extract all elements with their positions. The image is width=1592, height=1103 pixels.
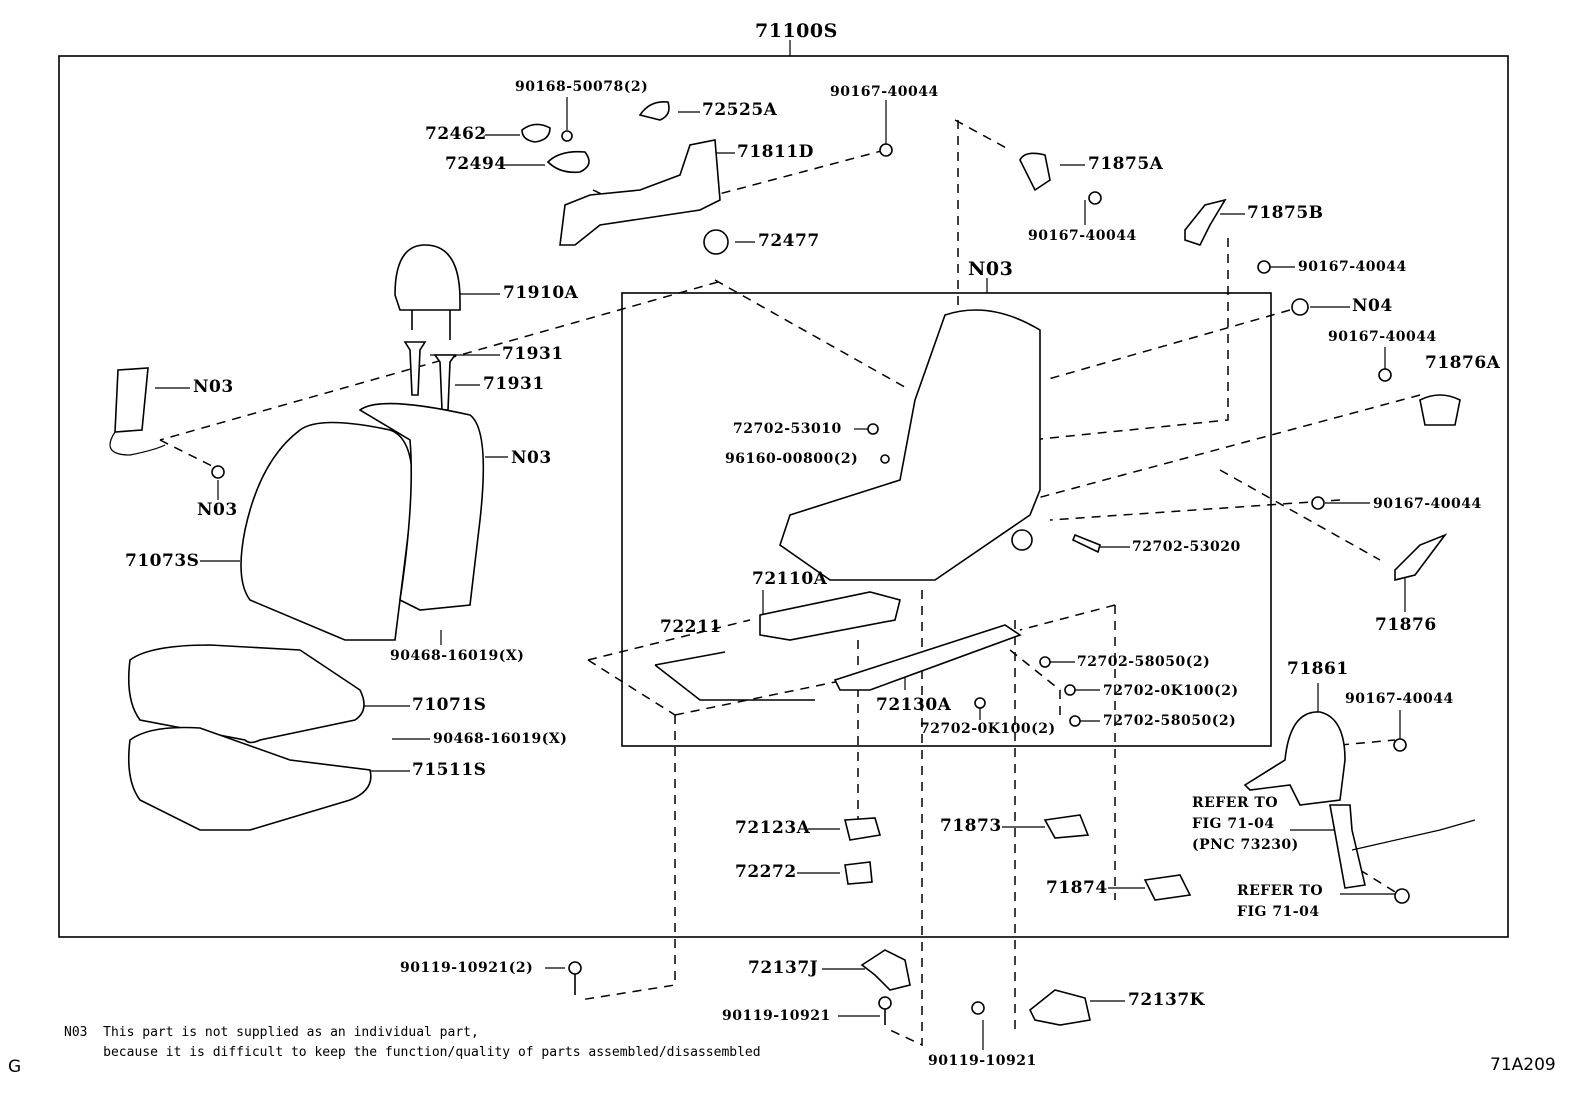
- rail-72130a: [833, 624, 1022, 691]
- label-72702-0k100-b[interactable]: 72702-0K100(2): [920, 721, 1056, 737]
- belt-buckle: [1329, 804, 1366, 889]
- label-90468-16019-a[interactable]: 90468-16019(X): [390, 648, 525, 664]
- label-71811d[interactable]: 71811D: [737, 142, 814, 162]
- screw-90168: [561, 130, 573, 142]
- bracket-71874: [1143, 874, 1192, 901]
- label-90119-10921-a[interactable]: 90119-10921: [722, 1008, 831, 1024]
- label-72272[interactable]: 72272: [735, 862, 797, 882]
- label-90119-10921-b[interactable]: 90119-10921: [928, 1053, 1037, 1069]
- label-72525a[interactable]: 72525A: [702, 100, 778, 120]
- label-71071s[interactable]: 71071S: [412, 695, 487, 715]
- label-90167-40044-e[interactable]: 90167-40044: [1345, 691, 1454, 707]
- label-72477[interactable]: 72477: [758, 231, 820, 251]
- refer-note-2-line2[interactable]: FIG 71-04: [1237, 904, 1320, 920]
- label-72123a[interactable]: 72123A: [735, 818, 811, 838]
- label-71931-a[interactable]: 71931: [502, 344, 564, 364]
- label-71910a[interactable]: 71910A: [503, 283, 579, 303]
- label-96160-00800[interactable]: 96160-00800(2): [725, 451, 859, 467]
- label-71073s[interactable]: 71073S: [125, 551, 200, 571]
- footnote: N03 This part is not supplied as an indi…: [64, 1023, 761, 1062]
- nut-n03: [211, 465, 225, 479]
- cap-72462: [521, 123, 551, 143]
- bracket-71875a: [1019, 152, 1051, 192]
- refer-note-1-line1: REFER TO: [1192, 795, 1279, 811]
- label-72211[interactable]: 72211: [660, 617, 722, 637]
- label-71875a[interactable]: 71875A: [1088, 154, 1164, 174]
- label-n03-frame: N03: [968, 258, 1014, 280]
- cover-72137j: [860, 949, 911, 991]
- assembly-frame: [58, 55, 1509, 938]
- refer-note-1-line3: (PNC 73230): [1192, 837, 1299, 853]
- label-71511s[interactable]: 71511S: [412, 760, 487, 780]
- label-72702-53010[interactable]: 72702-53010: [733, 421, 842, 437]
- label-n03-seatback[interactable]: N03: [511, 448, 552, 468]
- bracket-71876: [1394, 533, 1448, 582]
- label-90468-16019-b[interactable]: 90468-16019(X): [433, 731, 568, 747]
- belt-guide-n03: [114, 367, 149, 433]
- label-90119-10921-2[interactable]: 90119-10921(2): [400, 960, 534, 976]
- footnote-line-1: N03 This part is not supplied as an indi…: [64, 1025, 479, 1040]
- lever-72494: [546, 150, 590, 174]
- label-90167-40044-a[interactable]: 90167-40044: [1028, 228, 1137, 244]
- seatback-cover-71073s: [240, 421, 414, 641]
- label-71861[interactable]: 71861: [1287, 659, 1349, 679]
- rod-72211: [654, 651, 815, 701]
- label-72130a[interactable]: 72130A: [876, 695, 952, 715]
- label-n03-nut[interactable]: N03: [197, 500, 238, 520]
- screw-90167-top: [879, 143, 893, 157]
- label-71875b[interactable]: 71875B: [1247, 203, 1324, 223]
- nut-n04: [1291, 298, 1309, 316]
- frame-subassembly-box: [621, 292, 1272, 747]
- leader-lines: [155, 97, 1406, 1050]
- label-72494[interactable]: 72494: [445, 154, 507, 174]
- seatback-pad-n03: [358, 402, 485, 611]
- label-71874[interactable]: 71874: [1046, 878, 1108, 898]
- label-n03-belt-guide[interactable]: N03: [193, 377, 234, 397]
- label-72702-0k100-a[interactable]: 72702-0K100(2): [1103, 683, 1239, 699]
- cushion-cover-71071s: [127, 644, 365, 744]
- bracket-71873: [1043, 814, 1090, 839]
- seat-frame-n03: [779, 309, 1041, 581]
- guide-71931-b: [433, 354, 457, 411]
- label-72702-58050-a[interactable]: 72702-58050(2): [1077, 654, 1211, 670]
- cover-72137k: [1028, 989, 1091, 1026]
- label-72702-58050-b[interactable]: 72702-58050(2): [1103, 713, 1237, 729]
- clip-72123a: [843, 817, 882, 841]
- spring-72477: [703, 229, 729, 255]
- label-90167-40044-b[interactable]: 90167-40044: [1298, 259, 1407, 275]
- label-72110a[interactable]: 72110A: [752, 569, 828, 589]
- corner-mark: G: [8, 1057, 22, 1077]
- label-90167-40044-c[interactable]: 90167-40044: [1328, 329, 1437, 345]
- label-72137k[interactable]: 72137K: [1128, 990, 1205, 1010]
- label-71876a[interactable]: 71876A: [1425, 353, 1501, 373]
- cover-71861: [1243, 711, 1346, 806]
- figure-code: 71A209: [1490, 1055, 1556, 1075]
- clip-72272: [844, 861, 873, 885]
- cover-71876a: [1419, 394, 1461, 426]
- footnote-line-2: because it is difficult to keep the func…: [64, 1044, 761, 1060]
- label-72702-53020[interactable]: 72702-53020: [1132, 539, 1241, 555]
- cushion-pad-71511s: [127, 726, 372, 831]
- label-n04[interactable]: N04: [1352, 296, 1393, 316]
- rail-72110a: [759, 591, 901, 641]
- refer-note-2-line1: REFER TO: [1237, 883, 1324, 899]
- label-71931-b[interactable]: 71931: [483, 374, 545, 394]
- headrest-71910a: [394, 244, 461, 311]
- label-71873[interactable]: 71873: [940, 816, 1002, 836]
- label-71876[interactable]: 71876: [1375, 615, 1437, 635]
- bracket-71875b: [1184, 198, 1227, 246]
- label-90167-40044-d[interactable]: 90167-40044: [1373, 496, 1482, 512]
- track-cover-71811d: [559, 139, 721, 246]
- label-90167-40044-top[interactable]: 90167-40044: [830, 84, 939, 100]
- label-90168-50078[interactable]: 90168-50078(2): [515, 79, 649, 95]
- knob-72525a: [638, 100, 670, 121]
- part-shapes: [109, 100, 1476, 1026]
- guide-71931-a: [403, 341, 427, 396]
- label-72462[interactable]: 72462: [425, 124, 487, 144]
- label-72137j[interactable]: 72137J: [748, 958, 819, 978]
- refer-note-1-line2[interactable]: FIG 71-04: [1192, 816, 1275, 832]
- assembly-title: 71100S: [755, 20, 838, 42]
